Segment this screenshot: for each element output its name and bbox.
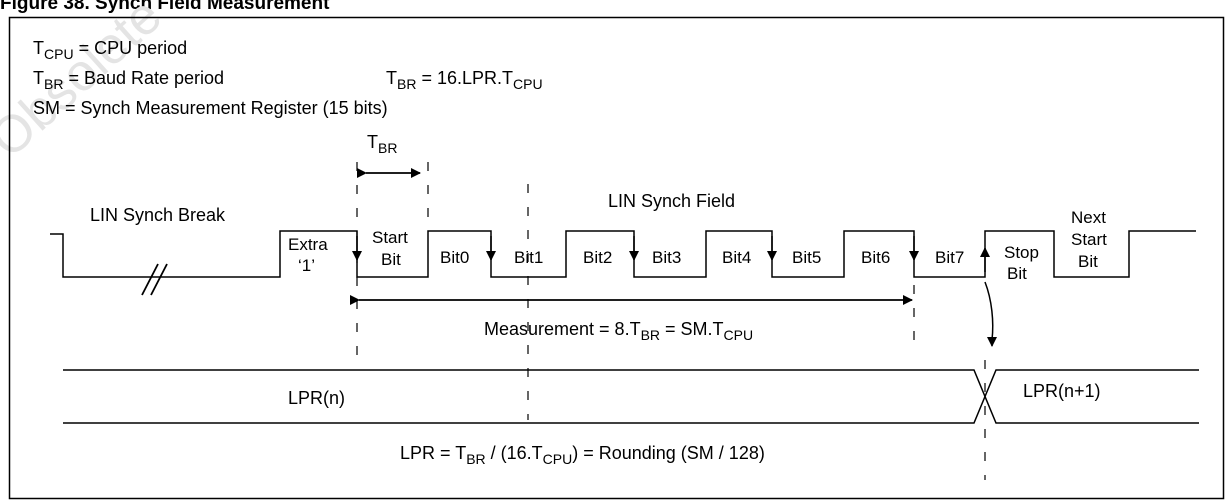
lpr-bus-bottom	[63, 369, 1199, 424]
bit1-label: Bit1	[514, 248, 543, 267]
lpr-formula: LPR = TBR / (16.TCPU) = Rounding (SM / 1…	[400, 443, 765, 467]
tbr-marker-label: TBR	[367, 132, 397, 156]
next-start-label-2: Start	[1071, 230, 1107, 249]
start-bit-label-2: Bit	[381, 250, 401, 269]
lin-synch-field-label: LIN Synch Field	[608, 191, 735, 211]
extra-bit-value: ‘1’	[298, 256, 315, 275]
sm-definition: SM = Synch Measurement Register (15 bits…	[33, 98, 388, 118]
update-arrow	[984, 281, 997, 347]
stop-bit-label-2: Bit	[1007, 264, 1027, 283]
measurement-label: Measurement = 8.TBR = SM.TCPU	[484, 319, 753, 343]
bit4-label: Bit4	[722, 248, 751, 267]
bit7-label: Bit7	[935, 248, 964, 267]
break-slash-2	[150, 263, 168, 296]
next-start-label-3: Bit	[1078, 252, 1098, 271]
figure-caption: Figure 38. Synch Field Measurement	[0, 0, 330, 14]
stop-bit-label: Stop	[1004, 243, 1039, 262]
bit3-label: Bit3	[652, 248, 681, 267]
lpr-n1-label: LPR(n+1)	[1023, 381, 1101, 401]
tcpu-definition: TCPU = CPU period	[33, 38, 187, 62]
bit2-label: Bit2	[583, 248, 612, 267]
start-bit-label: Start	[372, 228, 408, 247]
tbr-definition: TBR = Baud Rate period	[33, 68, 224, 92]
waveform-break	[50, 230, 1196, 278]
break-slash-1	[141, 263, 159, 296]
next-start-label: Next	[1071, 208, 1106, 227]
extra-bit-label: Extra	[288, 235, 328, 254]
lpr-n-label: LPR(n)	[288, 388, 345, 408]
lin-synch-break-label: LIN Synch Break	[90, 205, 226, 225]
bit0-label: Bit0	[440, 248, 469, 267]
tbr-formula: TBR = 16.LPR.TCPU	[386, 68, 543, 92]
figure-frame	[8, 16, 1225, 500]
bit6-label: Bit6	[861, 248, 890, 267]
bit5-label: Bit5	[792, 248, 821, 267]
